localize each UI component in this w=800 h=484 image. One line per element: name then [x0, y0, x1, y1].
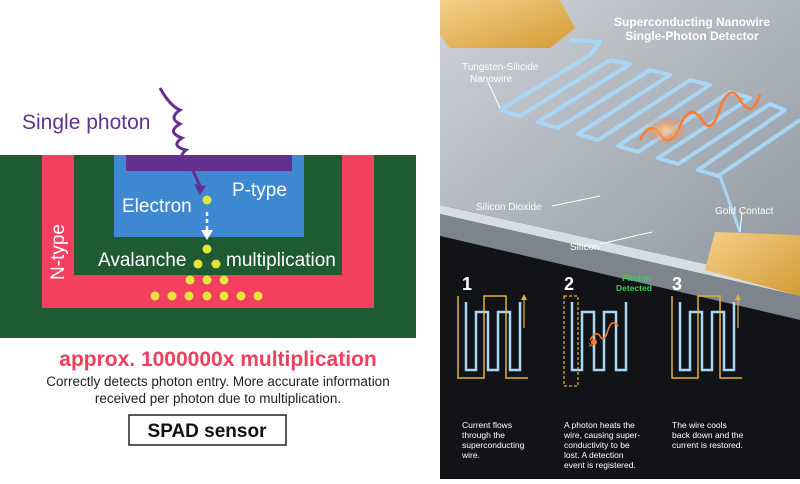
- silicon-label: Silicon: [570, 242, 599, 253]
- svg-text:The wire cools: The wire cools: [672, 420, 727, 430]
- svg-text:×: ×: [588, 340, 593, 350]
- photon-detected-line-2: Detected: [616, 283, 652, 293]
- svg-text:A photon heats the: A photon heats the: [564, 420, 635, 430]
- electron-dot: [202, 195, 212, 205]
- silicon-edge: [440, 214, 800, 320]
- step-3-wire: [671, 294, 742, 379]
- avalanche-label: Avalanche: [98, 250, 186, 271]
- snspd-panel: Superconducting Nanowire Single-Photon D…: [440, 0, 800, 479]
- spad-panel: Single photon Electron P-type N-type Ava…: [0, 87, 416, 446]
- svg-text:event is registered.: event is registered.: [564, 460, 636, 470]
- electrode-cap: [126, 155, 292, 171]
- nanowire-meander: [498, 38, 800, 233]
- ntype-label: N-type: [48, 224, 69, 280]
- gold-leader: [739, 211, 743, 233]
- svg-text:current is restored.: current is restored.: [672, 440, 743, 450]
- nanowire-leader: [487, 81, 501, 109]
- step-2-number: 2: [564, 274, 574, 294]
- snspd-title-line-1: Superconducting Nanowire: [614, 15, 770, 29]
- ptype-label: P-type: [232, 180, 287, 201]
- step-1-number: 1: [462, 274, 472, 294]
- avalanche-dots: [150, 244, 263, 301]
- nanowire-label-line-1: Tungsten-Silicide: [462, 62, 539, 73]
- step-2-wire: ×: [563, 295, 628, 387]
- gold-contact-left: [440, 0, 575, 48]
- gold-label: Gold Contact: [715, 206, 774, 217]
- photon-arrowhead-icon: [194, 184, 206, 195]
- silicon-leader: [599, 231, 653, 245]
- svg-text:back down and the: back down and the: [672, 430, 744, 440]
- step-1-wire: [457, 294, 528, 379]
- description-line-2: received per photon due to multiplicatio…: [95, 391, 341, 406]
- photon-glow: [644, 116, 688, 144]
- sensor-label-box: [128, 414, 287, 446]
- description-line-1: Correctly detects photon entry. More acc…: [46, 374, 389, 389]
- snspd-title-line-2: Single-Photon Detector: [625, 29, 759, 43]
- sio2-label: Silicon Dioxide: [476, 202, 542, 213]
- photon-arrow-icon: [188, 163, 202, 187]
- snspd-diagram: Superconducting Nanowire Single-Photon D…: [440, 0, 800, 479]
- electron-label: Electron: [122, 196, 192, 217]
- svg-text:conductivity to be: conductivity to be: [564, 440, 630, 450]
- svg-text:through the: through the: [462, 430, 505, 440]
- photon-detected-line-1: Photon: [622, 273, 651, 283]
- drift-arrowhead-icon: [201, 230, 213, 240]
- svg-text:wire, causing super-: wire, causing super-: [563, 430, 640, 440]
- svg-text:Current flows: Current flows: [462, 420, 512, 430]
- photon-label: Single photon: [22, 111, 150, 134]
- headline: approx. 1000000x multiplication: [59, 348, 376, 371]
- step-1-caption: Current flows through the superconductin…: [461, 420, 525, 460]
- photon-wave: [158, 87, 191, 166]
- sio2-leader: [551, 195, 601, 207]
- gold-contact-right: [705, 232, 800, 296]
- nanowire-label-line-2: Nanowire: [470, 74, 513, 85]
- step-3-number: 3: [672, 274, 682, 294]
- svg-text:superconducting: superconducting: [462, 440, 525, 450]
- multiplication-label: multiplication: [226, 250, 336, 271]
- dark-base: [440, 236, 800, 479]
- step-2-caption: A photon heats the wire, causing super- …: [563, 420, 640, 470]
- svg-text:wire.: wire.: [461, 450, 480, 460]
- svg-text:lost. A detection: lost. A detection: [564, 450, 624, 460]
- spad-diagram: Single photon Electron P-type N-type Ava…: [0, 87, 416, 446]
- step-3-caption: The wire cools back down and the current…: [672, 420, 744, 450]
- sio2-edge: [440, 205, 800, 296]
- sensor-label: SPAD sensor: [148, 421, 268, 442]
